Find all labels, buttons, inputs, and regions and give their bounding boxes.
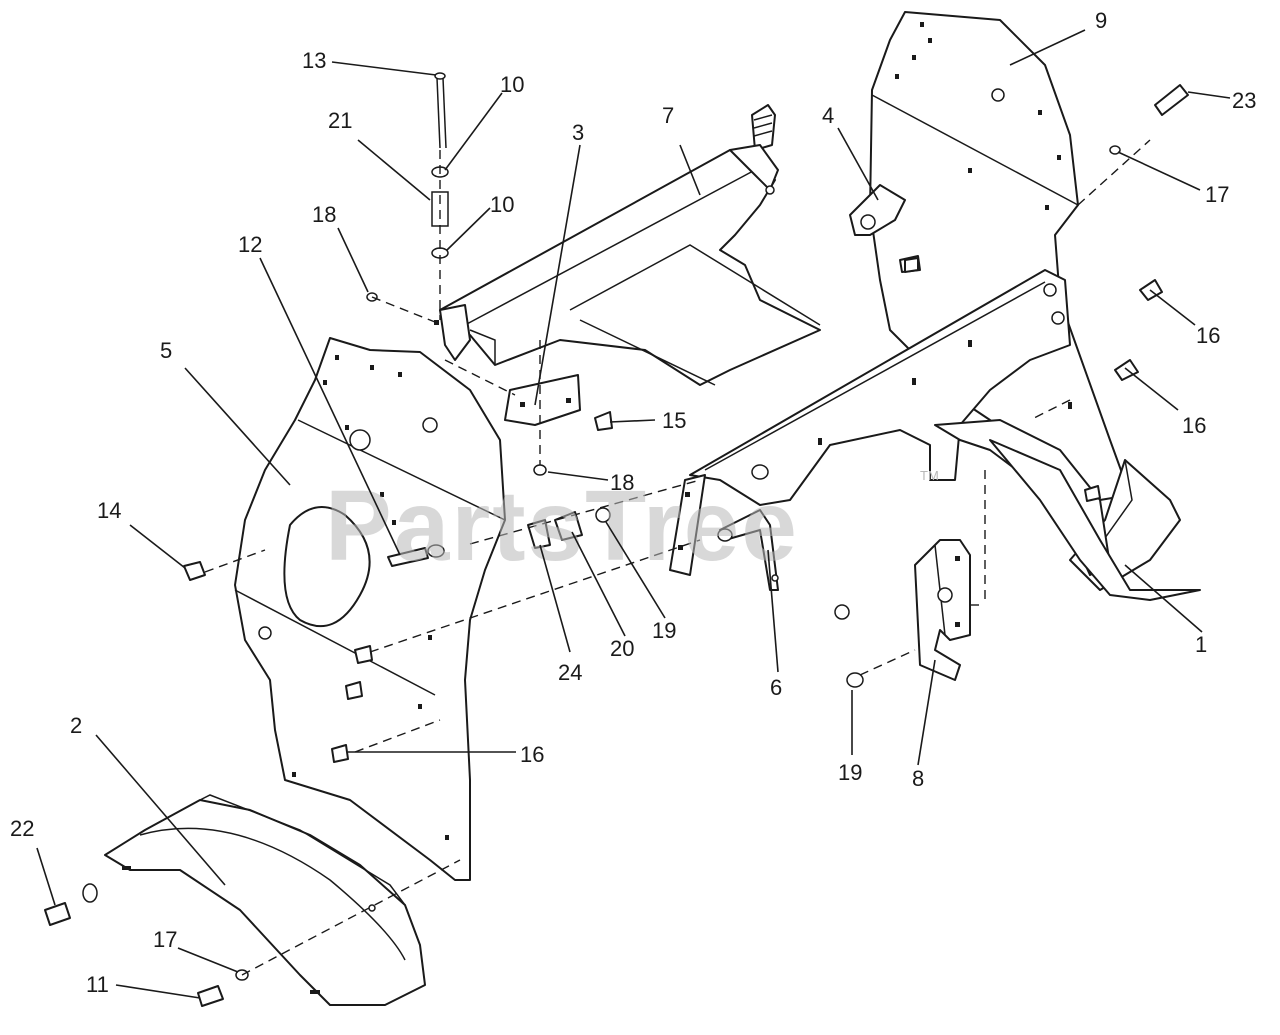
callout-8: 8	[912, 766, 924, 791]
watermark-trademark: TM	[920, 468, 939, 483]
callout-24: 24	[558, 660, 582, 685]
watermark: PartsTree TM	[325, 468, 939, 582]
callout-13: 13	[302, 48, 326, 73]
callout-15: 15	[662, 408, 686, 433]
callout-10-upper: 10	[500, 72, 524, 97]
callout-5: 5	[160, 338, 172, 363]
watermark-text: PartsTree	[325, 470, 799, 582]
part-8-pivot-bracket	[914, 539, 971, 681]
callout-6: 6	[770, 675, 782, 700]
part-5-side-panel	[234, 337, 506, 881]
callout-labels: 1 2 3 4 5 6 7 8 9 10 10 11 12 13 14 15 1…	[10, 8, 1256, 997]
callout-10-lower: 10	[490, 192, 514, 217]
callout-16-right-upper: 16	[1196, 323, 1220, 348]
callout-14: 14	[97, 498, 121, 523]
callout-3: 3	[572, 120, 584, 145]
callout-12: 12	[238, 232, 262, 257]
callout-18-upper: 18	[312, 202, 336, 227]
assembly-lines	[204, 139, 1151, 976]
callout-9: 9	[1095, 8, 1107, 33]
leader-lines	[36, 29, 1231, 999]
callout-22: 22	[10, 816, 34, 841]
callout-11: 11	[86, 972, 109, 997]
callout-7: 7	[662, 103, 674, 128]
callout-21: 21	[328, 108, 352, 133]
part-7-channel	[434, 104, 821, 386]
callout-4: 4	[822, 103, 834, 128]
callout-23: 23	[1232, 88, 1256, 113]
callout-16-left: 16	[520, 742, 544, 767]
callout-17-left: 17	[153, 927, 177, 952]
callout-2: 2	[70, 713, 82, 738]
callout-19-upper: 19	[652, 618, 676, 643]
callout-20: 20	[610, 636, 634, 661]
callout-19-lower: 19	[838, 760, 862, 785]
part-1-main-frame	[689, 255, 1201, 601]
part-2-shield	[104, 794, 426, 1006]
callout-16-right-lower: 16	[1182, 413, 1206, 438]
part-3-bracket	[504, 374, 581, 426]
callout-18-lower: 18	[610, 470, 634, 495]
part-4-bracket	[849, 184, 906, 236]
callout-17-right: 17	[1205, 182, 1229, 207]
callout-1: 1	[1195, 632, 1207, 657]
